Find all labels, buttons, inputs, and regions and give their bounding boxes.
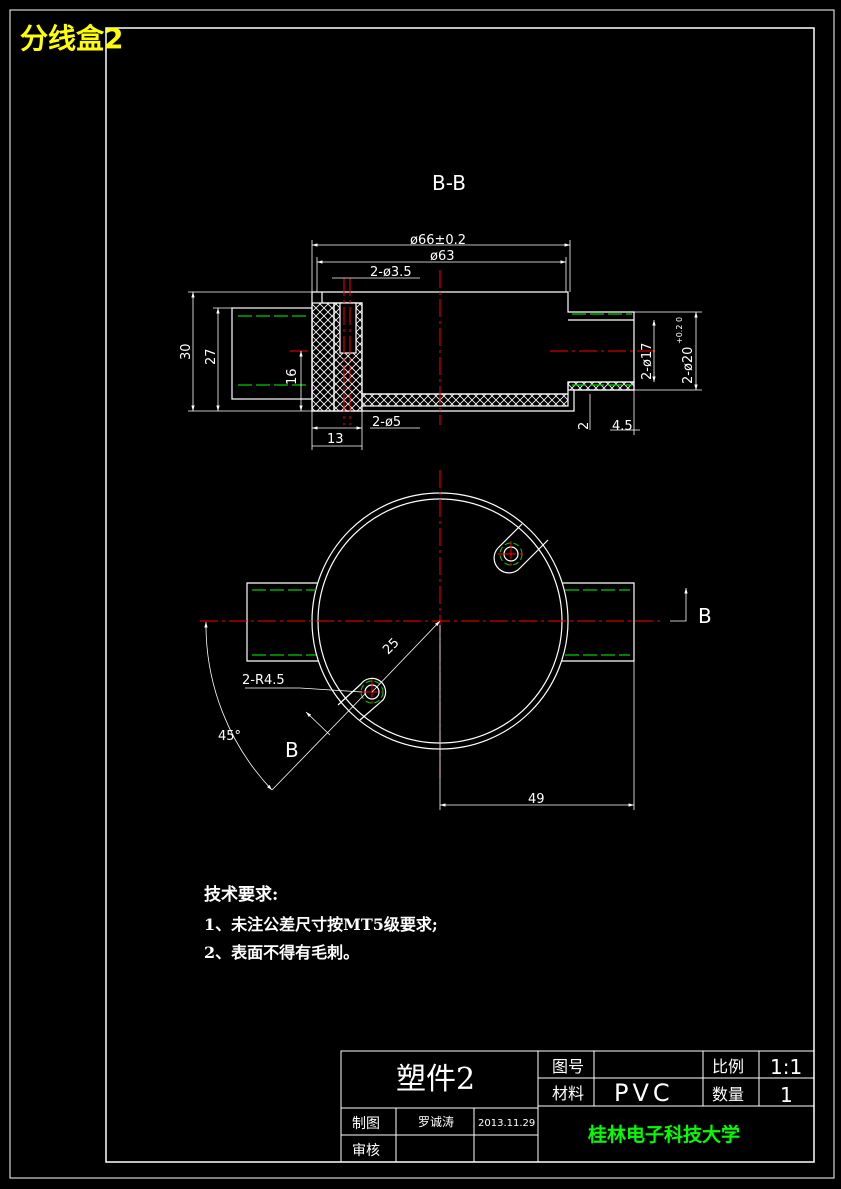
tb-part-name: 塑件2 — [396, 1062, 475, 1097]
tb-date: 2013.11.29 — [478, 1118, 535, 1129]
notes-line1: 1、未注公差尺寸按MT5级要求; — [204, 915, 438, 934]
plan-right-tube — [562, 582, 635, 662]
plan-hidden-lines — [252, 589, 630, 656]
section-hidden-lines — [238, 313, 632, 386]
tb-drawer: 罗诚涛 — [418, 1114, 454, 1129]
sheet-outer-border — [9, 9, 835, 1179]
tb-scale-label: 比例 — [712, 1057, 744, 1076]
dim-w13: 13 — [327, 432, 344, 447]
section-boss-hole — [339, 302, 357, 354]
dim-d66: ø66±0.2 — [410, 233, 466, 248]
dim-r25: 25 — [380, 636, 402, 658]
section-hatch-right-tube — [567, 381, 635, 391]
dim-hole5: 2-ø5 — [372, 415, 401, 430]
plan-boss-top — [493, 523, 549, 574]
plan-boss-bottom — [337, 677, 387, 721]
plan-left-tube — [246, 582, 318, 662]
dim-h16: 16 — [285, 368, 300, 385]
plan-centerlines — [200, 470, 660, 780]
cut-letter-bottom: B — [285, 738, 299, 762]
title-block — [340, 1050, 815, 1163]
tb-school: 桂林电子科技大学 — [587, 1123, 740, 1146]
dim-r45: 2-R4.5 — [242, 673, 285, 688]
section-left-tube — [231, 307, 313, 400]
tb-material: PVC — [614, 1079, 674, 1107]
cut-letter-right: B — [698, 604, 712, 628]
dim-hole35: 2-ø3.5 — [370, 265, 412, 280]
section-hatch-left-wall — [311, 302, 335, 412]
tb-scale: 1:1 — [770, 1055, 802, 1079]
tb-material-label: 材料 — [552, 1084, 584, 1103]
dim-t2: 2 — [577, 422, 592, 430]
tb-drawn-label: 制图 — [352, 1116, 380, 1132]
dim-ang45: 45° — [218, 729, 241, 744]
section-view-label: B-B — [432, 171, 466, 195]
plan-dimension-lines — [204, 588, 688, 810]
tb-drawing-no-label: 图号 — [552, 1057, 584, 1076]
dim-d20-tolerance: +0.2 0 — [675, 317, 684, 344]
tb-qty-label: 数量 — [712, 1085, 744, 1104]
dim-d63: ø63 — [430, 249, 455, 264]
sheet-inner-border — [105, 27, 815, 1163]
notes-title: 技术要求: — [204, 884, 278, 905]
dim-d17: 2-ø17 — [640, 343, 655, 380]
dim-w49: 49 — [528, 792, 545, 807]
section-inner-cavity — [321, 292, 634, 395]
tb-check-label: 审核 — [352, 1143, 380, 1159]
dim-w45: 4.5 — [612, 419, 633, 434]
tb-qty: 1 — [780, 1083, 793, 1107]
dim-h27: 27 — [204, 348, 219, 365]
header-title: 分线盒2 — [20, 22, 123, 55]
dim-h30: 30 — [179, 343, 194, 360]
notes-line2: 2、表面不得有毛刺。 — [204, 943, 359, 962]
dim-d20: 2-ø20 — [681, 347, 696, 384]
section-dimension-lines — [188, 240, 702, 450]
section-hatch-bottom — [361, 393, 569, 407]
